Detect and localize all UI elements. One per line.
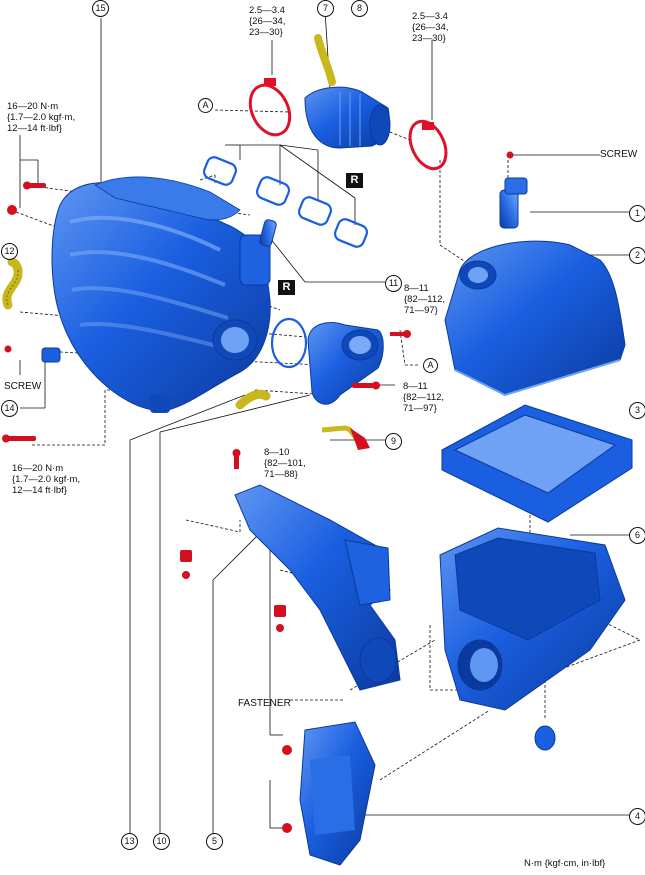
ref-a-right: A (423, 358, 438, 373)
hose-13 (235, 389, 271, 410)
label-fastener: FASTENER (238, 698, 291, 709)
units-note: N·m {kgf·cm, in·lbf} (524, 858, 606, 869)
screw-top (506, 151, 514, 159)
air-filter-element (441, 404, 633, 523)
bolt-duct (232, 449, 241, 469)
hose-clamps (248, 83, 448, 171)
resonator (299, 721, 376, 866)
bolt-manifold-top-1 (23, 181, 46, 190)
hose-7 (314, 34, 336, 86)
grommet-1 (180, 550, 192, 579)
callout-7: 7 (317, 0, 334, 17)
callout-3: 3 (629, 402, 645, 419)
fasteners (2, 151, 514, 833)
torque-duct-bolt: 8—10 {82—101, 71—88} (264, 447, 306, 480)
callout-12: 12 (1, 243, 18, 260)
callout-6: 6 (629, 527, 645, 544)
ref-a-left: A (198, 98, 213, 113)
label-screw-top: SCREW (600, 149, 638, 160)
callout-5: 5 (206, 833, 223, 850)
ref-r-top: R (346, 173, 363, 188)
label-screw-left: SCREW (4, 381, 42, 392)
sensor-14 (41, 347, 61, 363)
callout-8: 8 (351, 0, 368, 17)
throttle-body (307, 322, 384, 405)
bolt-manifold-top-2 (7, 205, 17, 215)
torque-manifold-top: 16—20 N·m {1.7—2.0 kgf·m, 12—14 ft·lbf} (7, 101, 76, 134)
callout-2: 2 (629, 247, 645, 264)
air-intake-duct (234, 484, 401, 691)
torque-throttle-upper: 8—11 {82—112, 71—97} (404, 283, 446, 316)
map-sensor (259, 219, 277, 247)
case-mount (534, 725, 556, 751)
callout-11: 11 (385, 275, 402, 292)
torque-clamp-left: 2.5—3.4 {26—34, 23—30} (249, 5, 286, 38)
bolt-throttle-lower (352, 381, 380, 390)
grommet-2 (274, 605, 286, 632)
fresh-air-duct (304, 86, 391, 149)
maf-sensor (499, 177, 528, 229)
intake-manifold (51, 176, 271, 413)
throttle-body-gasket (270, 317, 308, 369)
torque-throttle-lower: 8—11 {82—112, 71—97} (403, 381, 445, 414)
callout-10: 10 (153, 833, 170, 850)
callout-1: 1 (629, 205, 645, 222)
callout-15: 15 (92, 0, 109, 17)
torque-clamp-right: 2.5—3.4 {26—34, 23—30} (412, 11, 449, 44)
callout-4: 4 (629, 808, 645, 825)
callout-9: 9 (385, 433, 402, 450)
manifold-gaskets (202, 156, 369, 248)
air-cleaner-cover (444, 240, 626, 397)
ref-r-middle: R (278, 280, 295, 295)
screw-left (4, 345, 12, 353)
callout-14: 14 (1, 400, 18, 417)
bolt-throttle-upper (390, 330, 411, 338)
fastener-upper (282, 745, 292, 755)
leader-lines (19, 9, 630, 840)
air-cleaner-case (439, 527, 626, 711)
bolt-manifold-bottom (2, 434, 36, 443)
hose-left (2, 257, 23, 310)
fastener-lower (282, 823, 292, 833)
torque-manifold-bottom: 16—20 N·m {1.7—2.0 kgf·m, 12—14 ft·lbf} (12, 463, 81, 496)
callout-13: 13 (121, 833, 138, 850)
